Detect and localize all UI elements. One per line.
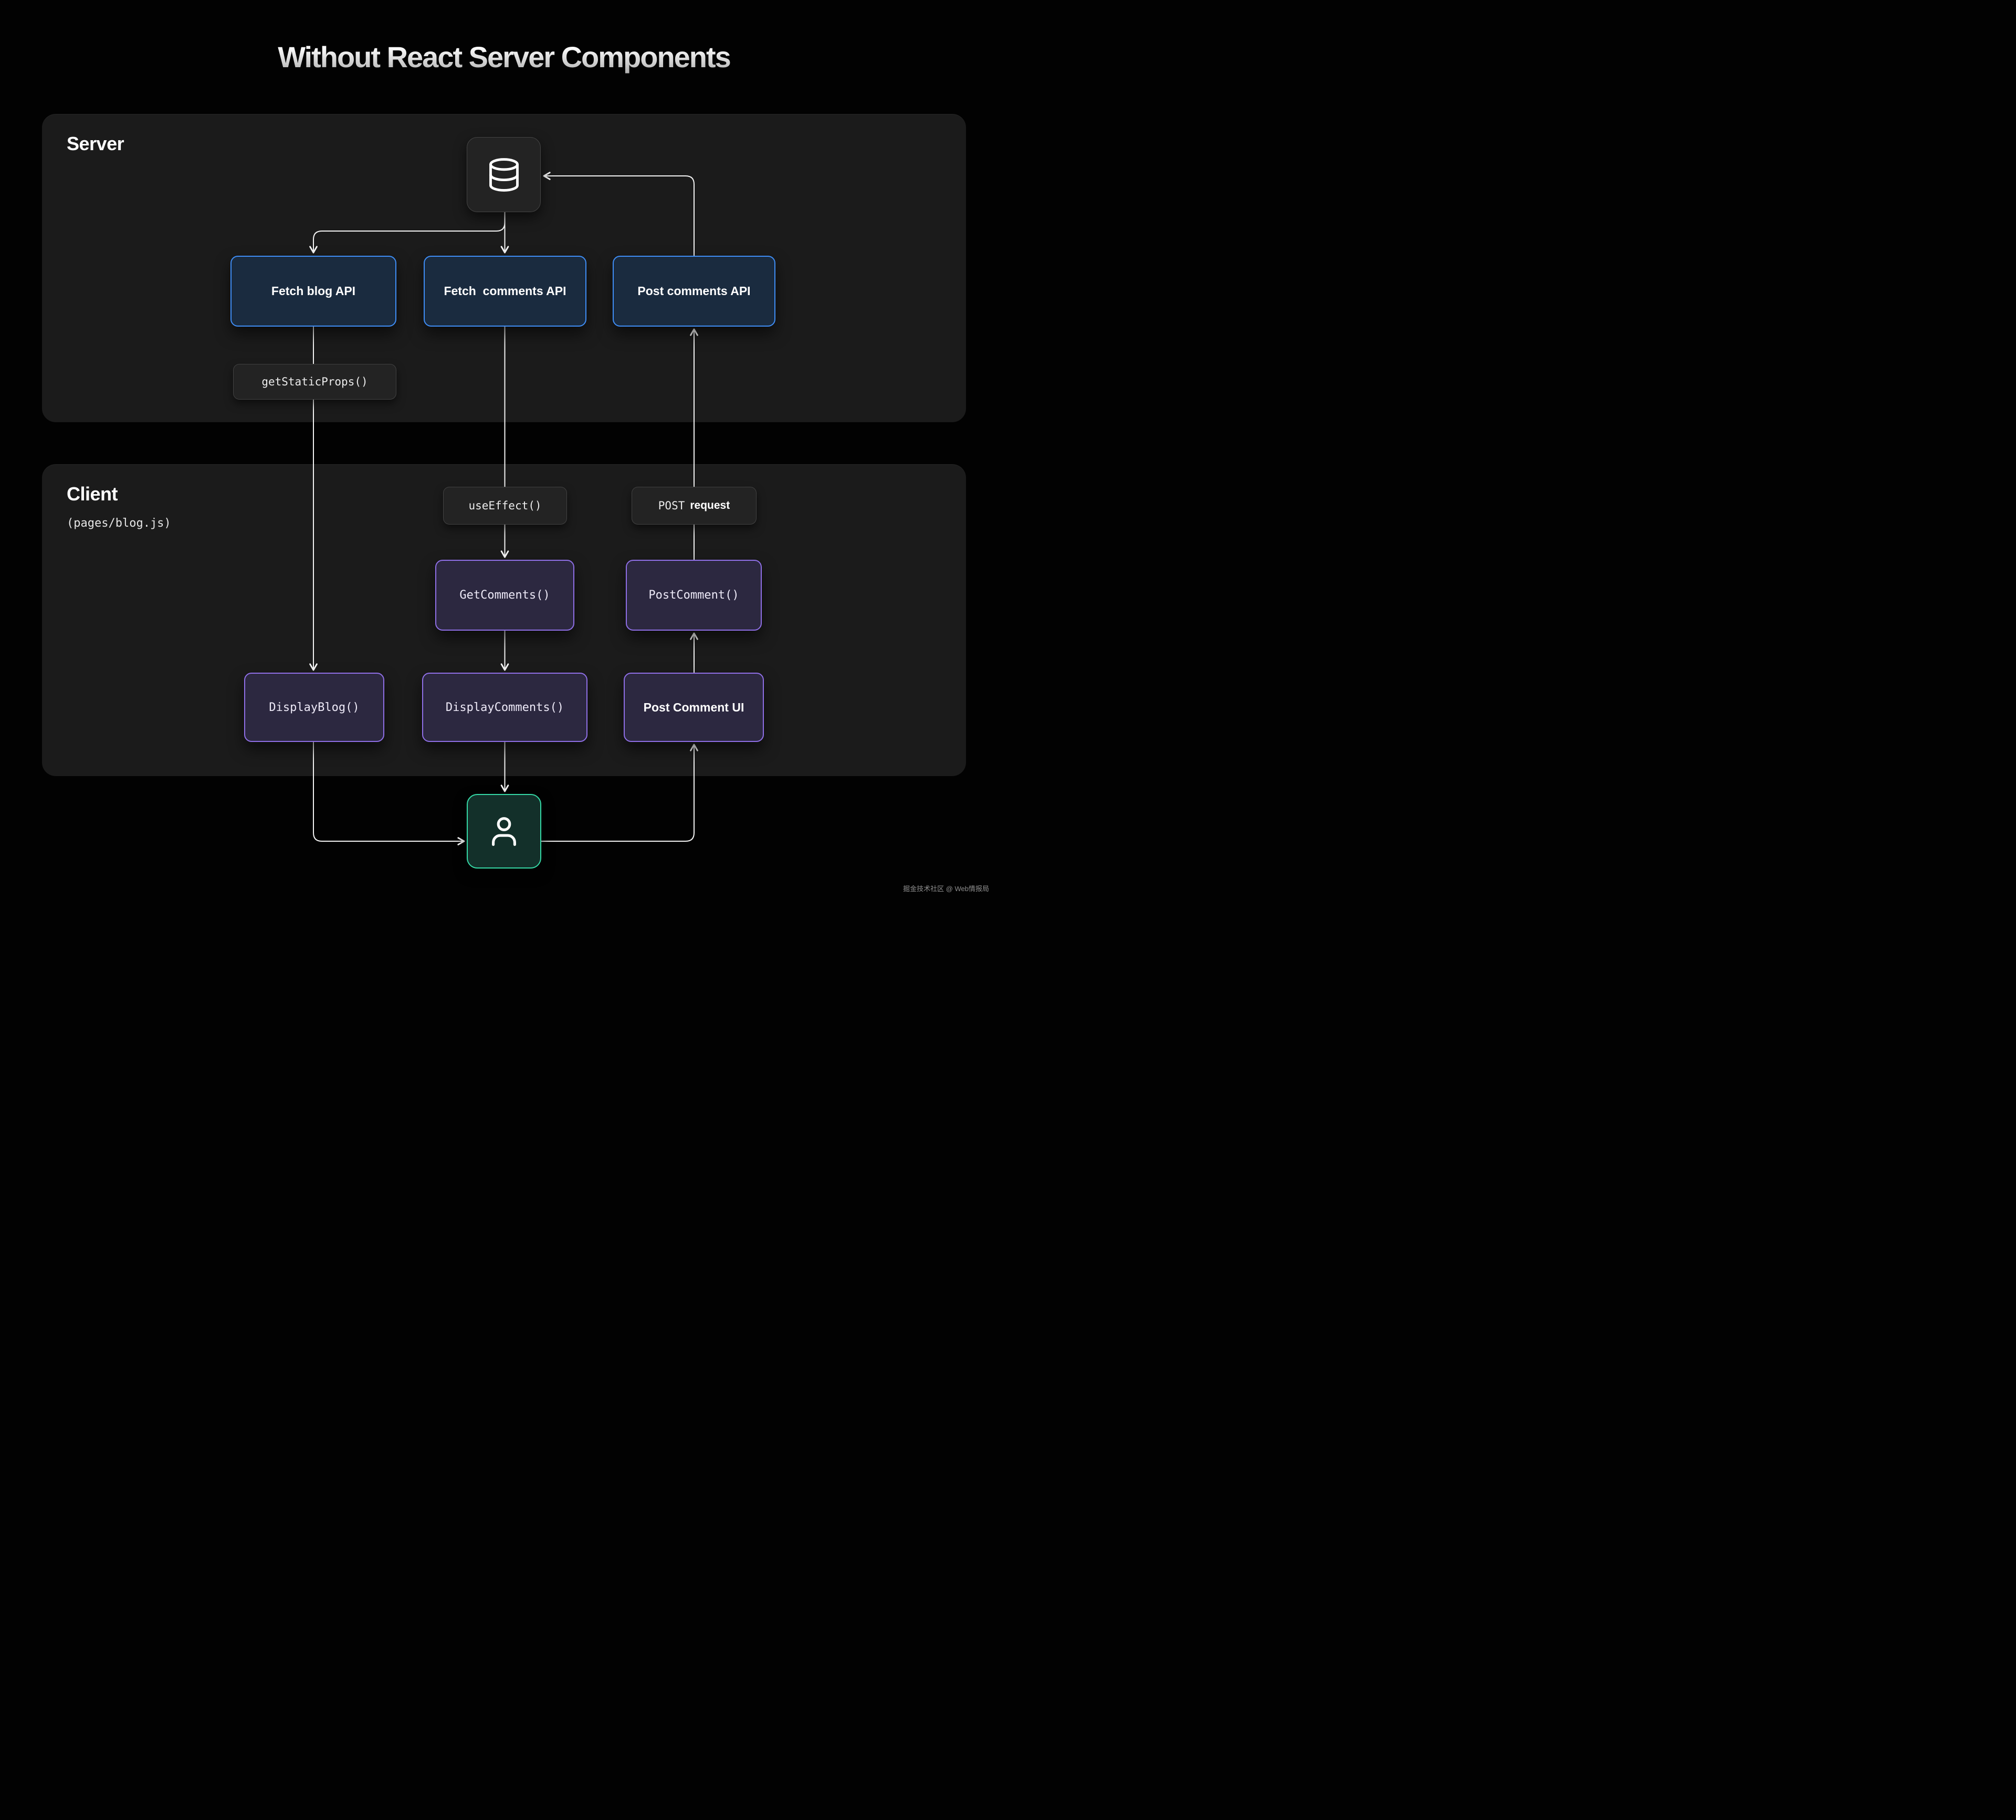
node-post-comments-api: Post comments API xyxy=(613,256,775,327)
client-panel-label: Client xyxy=(67,483,118,505)
node-label: Post Comment UI xyxy=(643,700,744,714)
node-label: PostComment() xyxy=(648,589,739,602)
user-icon xyxy=(492,817,516,846)
chip-label: getStaticProps() xyxy=(261,375,368,388)
chip-label: useEffect() xyxy=(468,499,542,512)
database-icon xyxy=(489,158,519,192)
node-label: GetComments() xyxy=(459,589,550,602)
node-post-comment-ui: Post Comment UI xyxy=(624,673,764,742)
watermark: 掘金技术社区 @ Web情报局 xyxy=(903,885,989,893)
server-panel-label: Server xyxy=(67,133,124,154)
node-get-comments: GetComments() xyxy=(435,560,574,631)
database-node xyxy=(467,137,541,212)
node-label: Fetch comments API xyxy=(444,284,566,298)
node-post-comment: PostComment() xyxy=(626,560,762,631)
client-panel-path: (pages/blog.js) xyxy=(67,517,171,530)
chip-label-text: request xyxy=(690,499,730,511)
chip-get-static-props: getStaticProps() xyxy=(233,364,396,400)
node-label: Fetch blog API xyxy=(271,284,356,298)
node-display-blog: DisplayBlog() xyxy=(244,673,384,742)
connector-arrows xyxy=(309,172,698,845)
user-node xyxy=(467,794,541,869)
diagram-canvas: Without React Server Components Server C… xyxy=(0,0,1008,910)
chip-post-request: POST request xyxy=(632,487,757,525)
node-label: DisplayComments() xyxy=(445,700,564,714)
chip-use-effect: useEffect() xyxy=(443,487,567,525)
node-label: DisplayBlog() xyxy=(269,700,360,714)
node-fetch-comments-api: Fetch comments API xyxy=(424,256,586,327)
diagram-title: Without React Server Components xyxy=(0,40,1008,74)
chip-label-code: POST xyxy=(658,499,685,512)
node-fetch-blog-api: Fetch blog API xyxy=(230,256,396,327)
node-display-comments: DisplayComments() xyxy=(422,673,587,742)
node-label: Post comments API xyxy=(637,284,751,298)
